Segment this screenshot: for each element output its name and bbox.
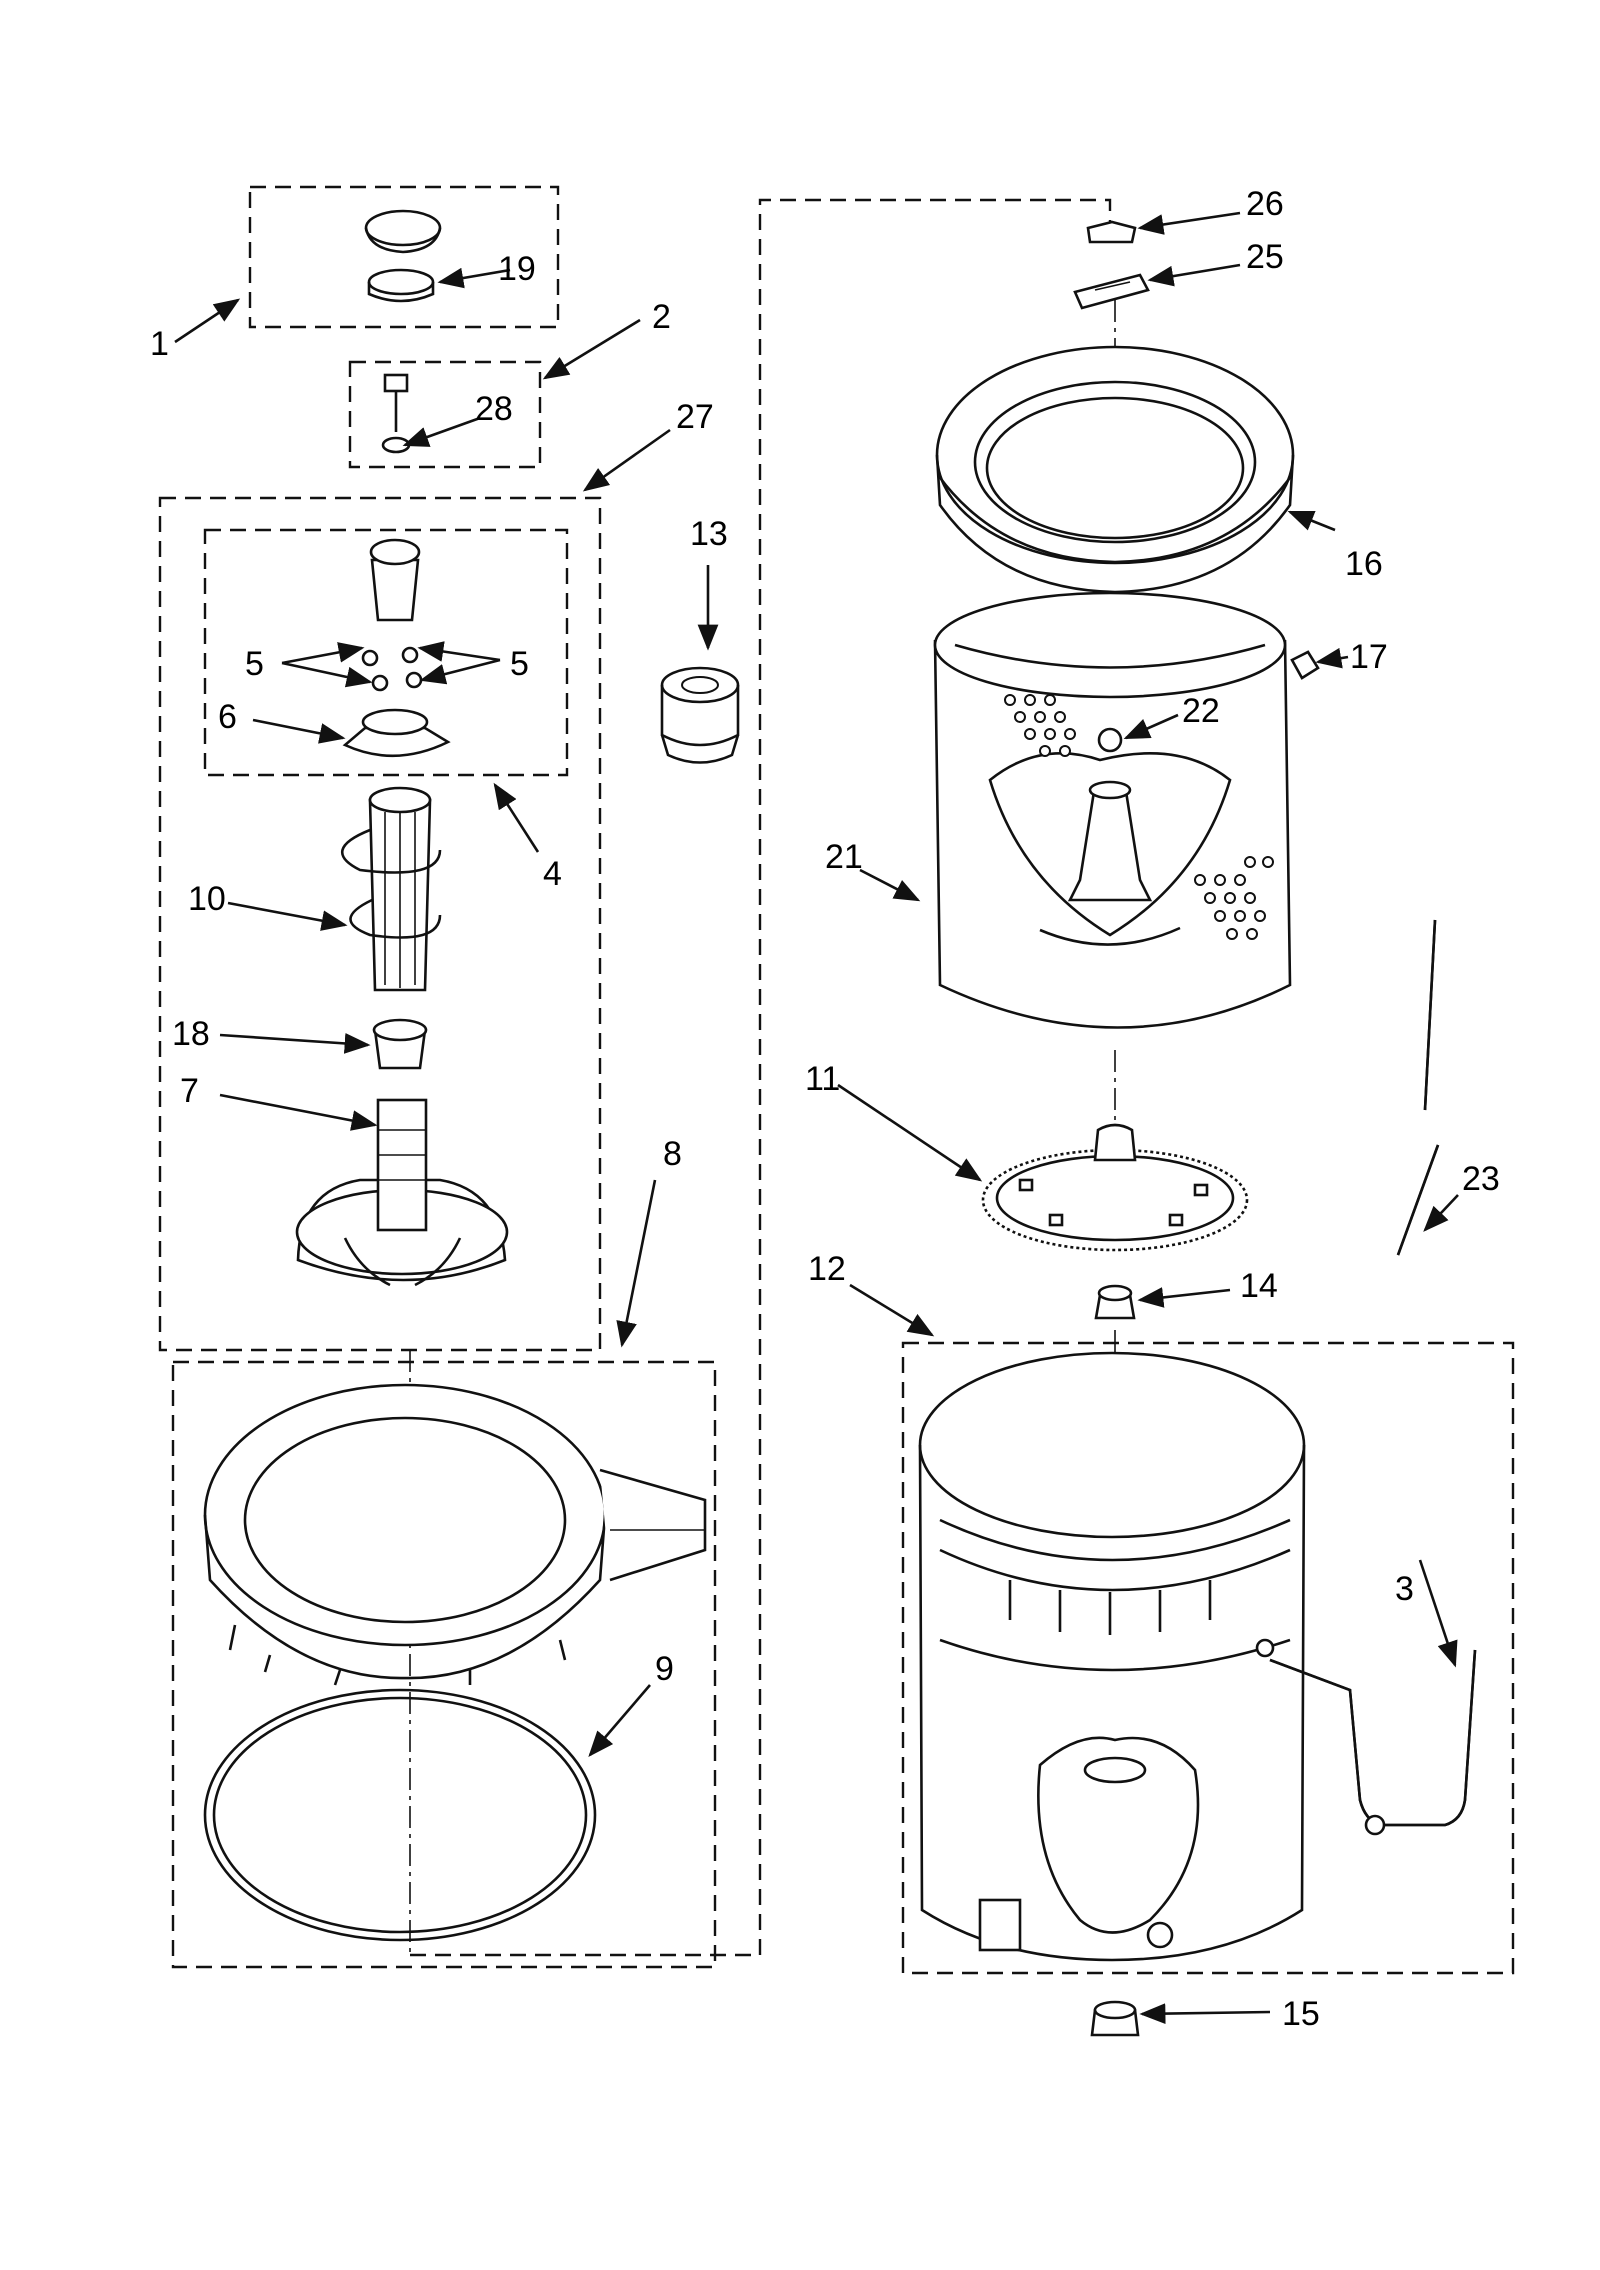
- label-part-7: 7: [180, 1072, 199, 1110]
- label-part-8: 8: [663, 1135, 682, 1173]
- part-28-bolt: [381, 373, 411, 454]
- label-part-13: 13: [690, 515, 728, 553]
- label-part-6: 6: [218, 698, 237, 736]
- label-part-10: 10: [188, 880, 226, 918]
- group-box-27: [158, 496, 602, 1352]
- assembly-link-line: [410, 198, 1112, 1957]
- label-part-14: 14: [1240, 1267, 1278, 1305]
- part-10-auger: [340, 786, 442, 992]
- part-4-cam: [369, 538, 421, 622]
- group-box-1: [248, 185, 560, 329]
- part-14-nut: [1094, 1284, 1136, 1320]
- label-part-23: 23: [1462, 1160, 1500, 1198]
- label-part-18: 18: [172, 1015, 210, 1053]
- label-part-28: 28: [475, 390, 513, 428]
- label-part-27: 27: [676, 398, 714, 436]
- group-box-4: [203, 528, 569, 777]
- part-26-nut: [1086, 220, 1137, 244]
- label-part-16: 16: [1345, 545, 1383, 583]
- label-part-22: 22: [1182, 692, 1220, 730]
- label-part-1: 1: [150, 325, 169, 363]
- group-box-2: [348, 360, 542, 469]
- part-labels: 1 2 3 4 5 5 6 7 8 9 10 11 12 13 14 15 16…: [150, 185, 1500, 2033]
- part-5-dogs: [361, 646, 423, 692]
- leader-lines: [174, 211, 1459, 2025]
- part-21-basket: [933, 591, 1292, 1029]
- label-part-21: 21: [825, 838, 863, 876]
- group-box-12: [901, 1341, 1515, 1975]
- label-part-11: 11: [805, 1060, 840, 1098]
- part-16-balance-ring: [935, 345, 1295, 594]
- part-6-retainer: [342, 708, 451, 758]
- part-9-seal: [203, 1688, 597, 1942]
- part-13-seal-assembly: [660, 666, 740, 764]
- label-part-25: 25: [1246, 238, 1284, 276]
- part-7-agitator-base: [295, 1098, 509, 1287]
- part-25-bracket: [1073, 273, 1150, 310]
- part-8-tub-ring: [203, 1383, 707, 1686]
- part-12-outer-tub: [918, 1351, 1306, 1962]
- part-23-tube: [1396, 919, 1440, 1256]
- label-part-12: 12: [808, 1250, 846, 1288]
- part-18-bearing: [372, 1018, 428, 1070]
- label-part-4: 4: [543, 855, 562, 893]
- label-part-5-left: 5: [245, 645, 264, 683]
- label-part-2: 2: [652, 298, 671, 336]
- label-part-26: 26: [1246, 185, 1284, 223]
- part-3-hose: [1269, 1649, 1477, 1836]
- label-part-19: 19: [498, 250, 536, 288]
- part-17-clip: [1290, 650, 1320, 680]
- part-19-cap: [364, 209, 442, 303]
- part-15-nut: [1090, 2000, 1140, 2037]
- part-11-brake-ring: [981, 1123, 1249, 1252]
- label-part-9: 9: [655, 1650, 674, 1688]
- label-part-17: 17: [1350, 638, 1388, 676]
- label-part-3: 3: [1395, 1570, 1414, 1608]
- label-part-5-right: 5: [510, 645, 529, 683]
- label-part-15: 15: [1282, 1995, 1320, 2033]
